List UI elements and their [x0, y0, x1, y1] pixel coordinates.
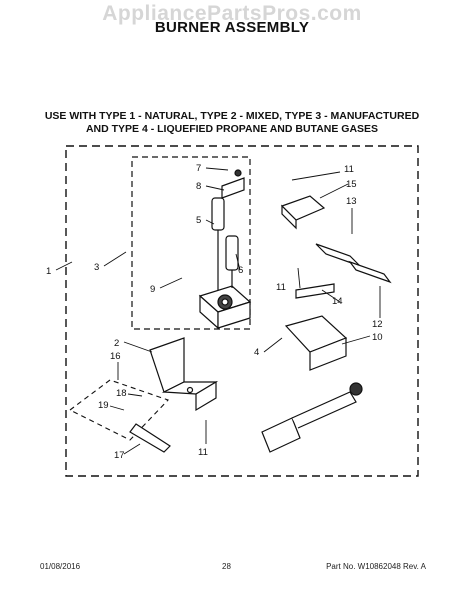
callout-13: 13 [346, 196, 357, 207]
burner-tube [129, 382, 363, 453]
callout-8: 8 [196, 181, 201, 192]
callout-18: 18 [116, 388, 127, 399]
gas-valve [198, 169, 252, 330]
callout-5: 5 [196, 215, 201, 226]
footer-page-number: 28 [222, 562, 231, 571]
callout-10: 10 [372, 332, 383, 343]
subtitle: USE WITH TYPE 1 - NATURAL, TYPE 2 - MIXE… [10, 110, 454, 136]
callout-15: 15 [346, 179, 357, 190]
valve-group-boundary [131, 156, 251, 330]
callout-7: 7 [196, 163, 201, 174]
footer-date: 01/08/2016 [40, 562, 81, 571]
callout-14: 14 [332, 296, 343, 307]
callout-19: 19 [98, 400, 109, 411]
page-title: BURNER ASSEMBLY [154, 19, 310, 36]
callout-1: 1 [46, 266, 51, 277]
assembly-boundary [65, 145, 419, 477]
igniter-assembly [280, 195, 392, 371]
callout-3: 3 [94, 262, 99, 273]
callout-11-bottom: 11 [198, 447, 208, 458]
leader-lines [55, 167, 381, 455]
burner-bracket [149, 337, 219, 412]
callout-6: 6 [238, 265, 243, 276]
footer-part-number: Part No. W10862048 Rev. A [326, 562, 426, 571]
callout-9: 9 [150, 284, 155, 295]
callout-11-mid: 11 [276, 282, 286, 293]
orifice-group-boundary [68, 379, 169, 441]
subtitle-line-2: AND TYPE 4 - LIQUEFIED PROPANE AND BUTAN… [85, 123, 379, 135]
callout-4: 4 [254, 347, 259, 358]
subtitle-line-1: USE WITH TYPE 1 - NATURAL, TYPE 2 - MIXE… [44, 110, 420, 122]
callout-12: 12 [372, 319, 383, 330]
callout-16: 16 [110, 351, 121, 362]
callout-17: 17 [114, 450, 125, 461]
callout-2: 2 [114, 338, 119, 349]
callout-11-top: 11 [344, 164, 354, 175]
watermark: AppliancePartsPros.com [102, 2, 362, 25]
